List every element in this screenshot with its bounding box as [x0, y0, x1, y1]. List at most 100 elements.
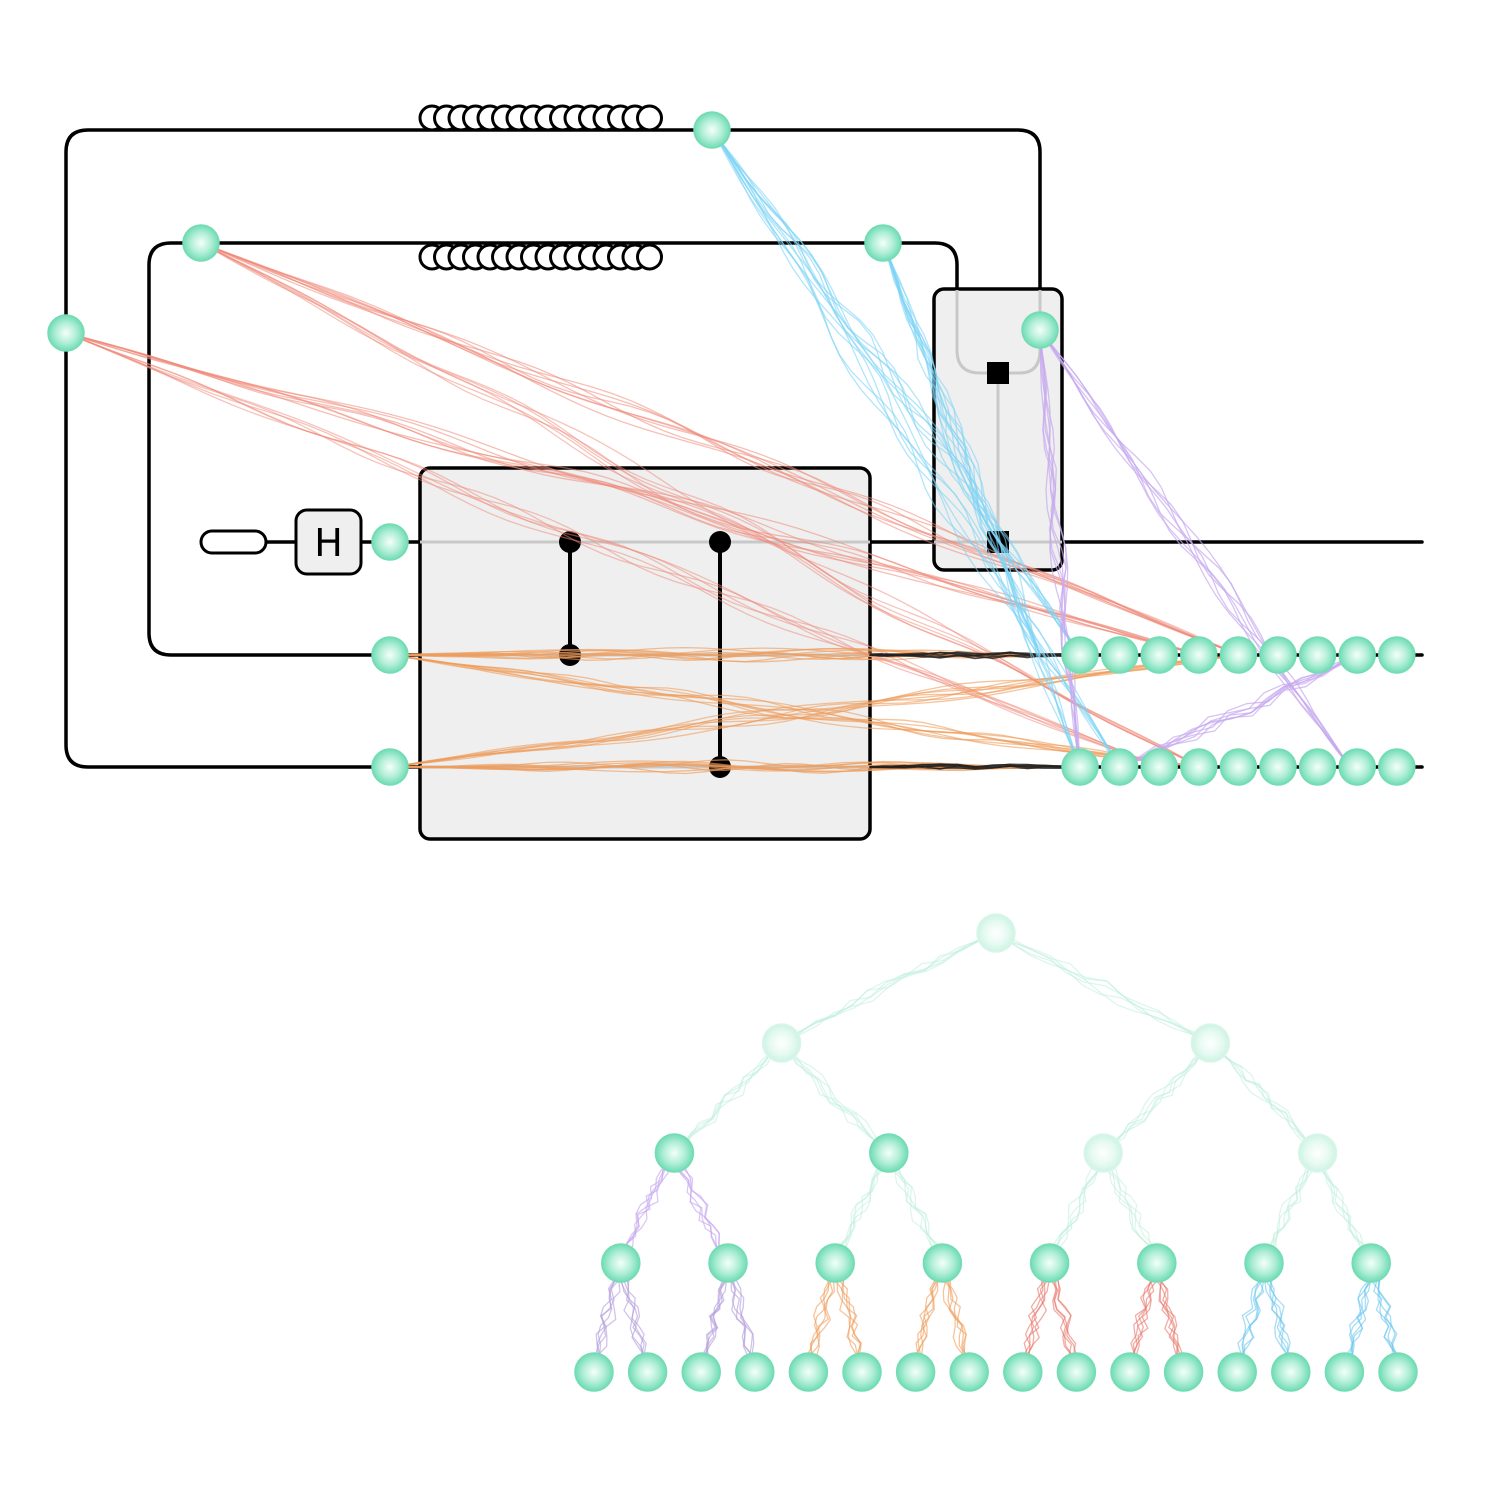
blue-strand-bundle [711, 129, 1121, 768]
outer-loop-wire [64, 128, 1042, 769]
strand [711, 129, 1121, 768]
strand [780, 1042, 890, 1154]
circuit-anchor-node [371, 636, 409, 674]
strand [869, 651, 1081, 656]
strand [1039, 329, 1351, 768]
tree-node-level-4 [1056, 1352, 1097, 1392]
strand [1102, 1152, 1158, 1264]
strand [882, 242, 1081, 768]
strand [1039, 329, 1081, 768]
tree-node-level-3 [708, 1243, 748, 1283]
strand [780, 1042, 890, 1154]
tree-node-level-1 [1190, 1023, 1231, 1063]
circuit-anchor-node [182, 224, 220, 262]
tree-node-level-0 [976, 913, 1016, 953]
square-marker-top [987, 362, 1009, 384]
strand [1048, 1152, 1104, 1264]
tree-node-level-4 [1003, 1352, 1043, 1392]
strand [995, 932, 1212, 1044]
strand [780, 932, 997, 1044]
strand [200, 242, 1241, 656]
strand [834, 1152, 890, 1264]
strand [1039, 329, 1351, 768]
tree-node-level-4 [1324, 1352, 1365, 1392]
strand [389, 654, 1201, 768]
tree-node-level-3 [922, 1243, 963, 1283]
strand [1316, 1152, 1372, 1264]
strand [888, 1152, 944, 1264]
strand [389, 760, 1081, 769]
strand [995, 932, 1212, 1044]
tree-node-level-2 [869, 1133, 909, 1173]
strand [834, 1152, 890, 1264]
circuit-anchor-node [693, 111, 731, 149]
tree-node-level-4 [1271, 1352, 1311, 1392]
strand [882, 242, 1081, 768]
output-node-bottom-row [1378, 748, 1416, 786]
tree-node-level-4 [842, 1352, 882, 1392]
tree-node-level-4 [681, 1352, 721, 1392]
strand [1316, 1152, 1372, 1264]
strand [1102, 1042, 1212, 1154]
strand [1039, 329, 1081, 768]
tree-node-level-3 [1244, 1243, 1284, 1283]
tree-edge-bundle [673, 1042, 783, 1154]
strand [1102, 1152, 1158, 1264]
strand [1048, 1152, 1104, 1264]
tree-node-level-4 [1110, 1352, 1150, 1392]
output-node-middle-row [1100, 636, 1139, 674]
purple-strand-bundle [1039, 329, 1081, 768]
coil-bottom [418, 243, 663, 271]
control-dot [559, 531, 581, 553]
circuit-anchor-node [1021, 311, 1059, 349]
tree-edge-bundle [780, 932, 997, 1044]
tree-nodes [574, 913, 1418, 1392]
strand [1209, 1042, 1319, 1154]
strand [389, 654, 1241, 768]
output-node-middle-row [1140, 636, 1178, 674]
strand [200, 242, 1201, 768]
orange-strand-bundle [389, 654, 1241, 768]
strand [389, 654, 1241, 768]
tree-node-level-4 [1217, 1352, 1257, 1392]
strand [389, 654, 1081, 663]
strand [711, 129, 1121, 768]
tree-edge-bundle [995, 932, 1212, 1044]
output-nodes [1061, 636, 1416, 786]
tree-node-level-3 [815, 1243, 855, 1283]
circuit-anchor-node [371, 748, 409, 786]
tree-edge-bundle [1102, 1152, 1158, 1264]
output-node-bottom-row [1100, 748, 1139, 786]
coil-top [418, 104, 663, 132]
output-node-middle-row [1338, 636, 1376, 674]
tree-edge-bundle [1263, 1152, 1319, 1264]
strand [882, 242, 1081, 768]
strand [780, 932, 997, 1044]
h-gate-box[interactable] [294, 508, 363, 576]
output-node-middle-row [1061, 636, 1099, 674]
strand [711, 129, 1081, 656]
strand [1263, 1152, 1319, 1264]
tree-edge-bundle [1316, 1152, 1372, 1264]
inner-loop-wire [147, 241, 959, 657]
strand [1039, 329, 1351, 768]
strand [1102, 1042, 1212, 1154]
strand [780, 932, 997, 1044]
tree-node-level-4 [1378, 1352, 1418, 1392]
output-node-middle-row [1180, 636, 1218, 674]
circuit-anchor-node [47, 314, 85, 352]
tree-node-level-4 [895, 1352, 936, 1392]
output-node-middle-row [1298, 636, 1337, 674]
blue-strand-bundle [882, 242, 1081, 768]
tree-node-level-4 [949, 1352, 989, 1392]
strand [1039, 329, 1081, 768]
tree-node-level-3 [1029, 1243, 1070, 1283]
output-node-bottom-row [1180, 748, 1218, 786]
strand [995, 932, 1212, 1044]
tree-edge-bundle [780, 1042, 890, 1154]
strand [1102, 1042, 1212, 1154]
output-node-bottom-row [1259, 748, 1297, 786]
tree-node-level-2 [1297, 1133, 1338, 1173]
initial-state-pill [199, 529, 268, 555]
